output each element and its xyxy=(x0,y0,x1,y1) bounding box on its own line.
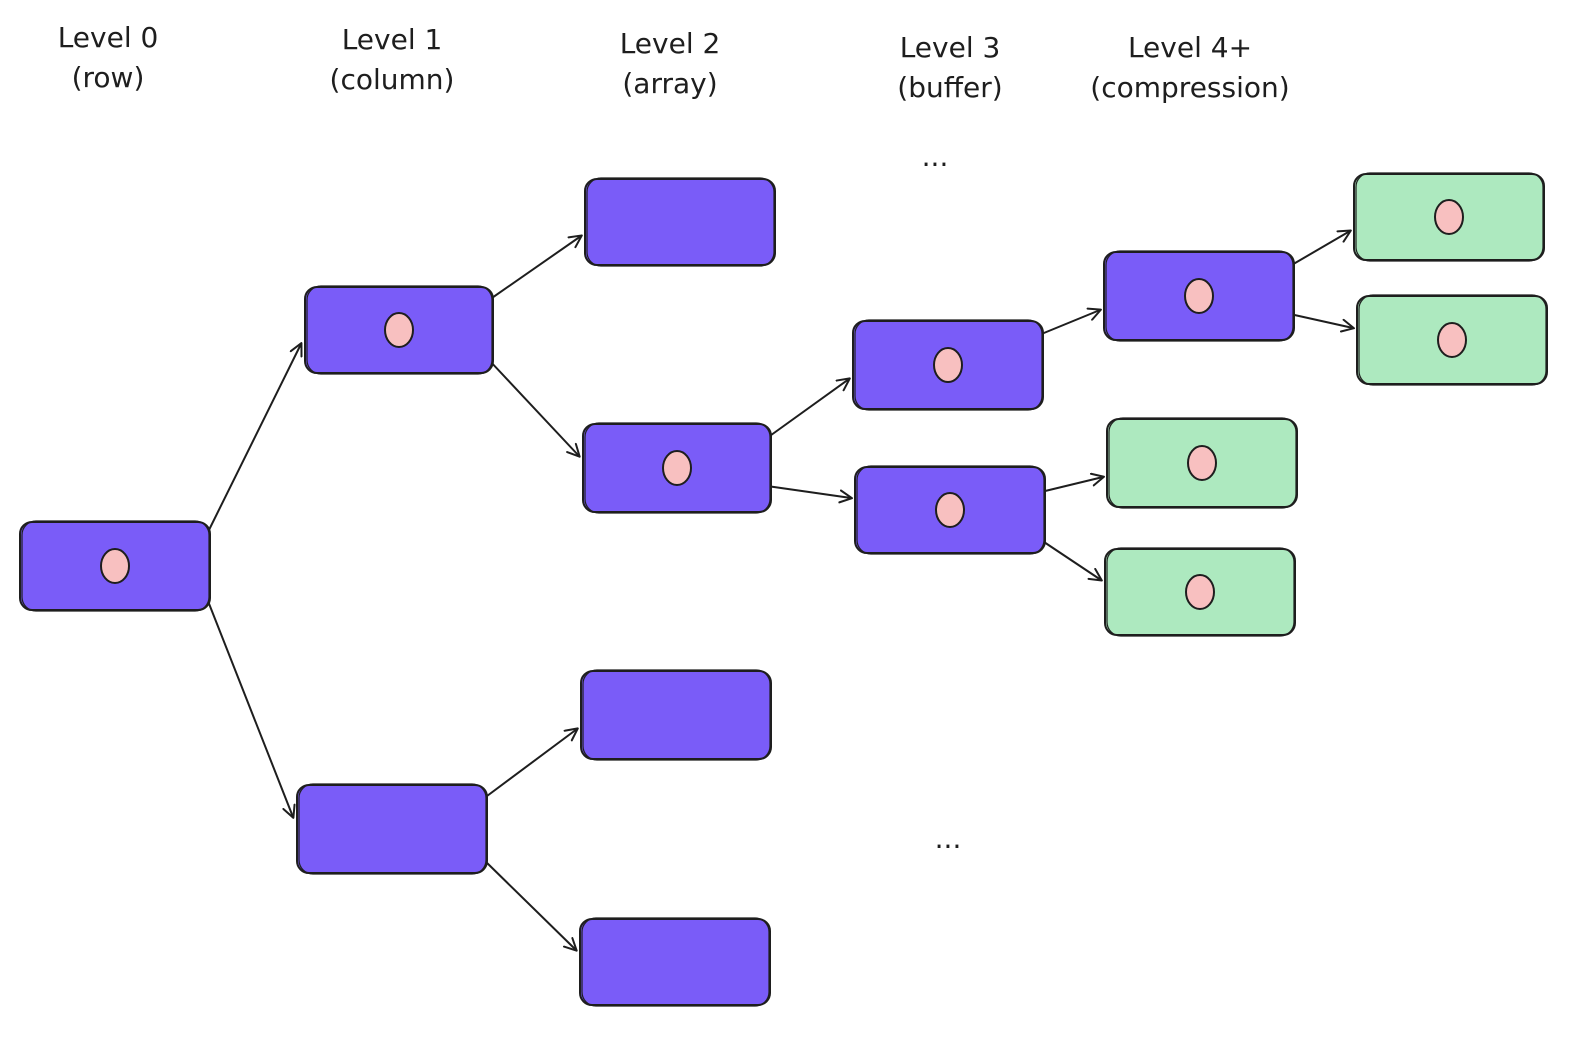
node-n5a xyxy=(1353,172,1545,262)
level-2-subtitle: (array) xyxy=(622,67,718,100)
node-dot xyxy=(935,492,965,528)
level-0-title: Level 0 xyxy=(57,21,159,54)
node-box xyxy=(296,784,488,874)
arrow-n4a-to-n5b xyxy=(1289,313,1355,333)
level-3-title: Level 3 xyxy=(899,31,1001,64)
node-n4a xyxy=(1103,250,1295,342)
node-box-sketch xyxy=(586,177,775,267)
node-dot xyxy=(1187,445,1217,481)
level-label-1: Level 1 (column) xyxy=(262,20,522,100)
ellipsis-top: ... xyxy=(921,140,949,173)
arrow-n1a-to-n2a xyxy=(488,234,583,301)
node-n1a xyxy=(304,285,494,375)
node-n2b xyxy=(582,422,772,514)
level-label-4: Level 4+ (compression) xyxy=(1060,28,1320,108)
edges-layer xyxy=(205,229,1355,952)
node-n4c xyxy=(1104,547,1296,637)
node-box-sketch xyxy=(582,669,771,761)
node-box-sketch xyxy=(298,783,487,875)
level-3-subtitle: (buffer) xyxy=(897,71,1003,104)
node-dot xyxy=(1434,199,1464,235)
node-dot xyxy=(1184,278,1214,314)
arrow-n2b-to-n3a xyxy=(766,377,851,439)
arrow-n0-to-n1b xyxy=(205,595,296,819)
node-dot xyxy=(1185,574,1215,610)
node-box-sketch xyxy=(1106,547,1295,637)
node-dot xyxy=(384,312,414,348)
node-box-sketch xyxy=(306,285,493,375)
level-label-3: Level 3 (buffer) xyxy=(820,28,1080,108)
level-2-title: Level 2 xyxy=(619,27,721,60)
node-n5b xyxy=(1356,294,1548,386)
node-n3a xyxy=(852,319,1044,411)
arrow-n0-to-n1a xyxy=(205,342,303,537)
level-0-subtitle: (row) xyxy=(71,61,145,94)
node-n1b xyxy=(296,783,488,875)
node-box-sketch xyxy=(856,465,1045,555)
arrow-n3b-to-n4c xyxy=(1040,539,1103,582)
node-box-sketch xyxy=(584,422,771,514)
level-4-subtitle: (compression) xyxy=(1090,71,1290,104)
node-box xyxy=(579,918,771,1006)
arrow-n3a-to-n4a xyxy=(1038,307,1102,336)
node-box-sketch xyxy=(21,520,210,612)
node-box-sketch xyxy=(1358,294,1547,386)
node-box-sketch xyxy=(1108,417,1297,509)
nodes-layer xyxy=(19,172,1548,1007)
node-n3b xyxy=(854,465,1046,555)
ellipsis-bottom: ... xyxy=(934,822,962,855)
arrow-n2b-to-n3b xyxy=(766,485,853,504)
arrow-n1b-to-n2d xyxy=(482,858,578,952)
node-n4b xyxy=(1106,417,1298,509)
node-dot xyxy=(100,548,130,584)
node-n0 xyxy=(19,520,211,612)
node-n2c xyxy=(580,669,772,761)
node-dot xyxy=(933,347,963,383)
node-box-sketch xyxy=(1105,250,1294,342)
node-box xyxy=(584,178,776,266)
level-4-title: Level 4+ xyxy=(1127,31,1253,64)
node-box-sketch xyxy=(854,319,1043,411)
arrow-n4a-to-n5a xyxy=(1289,229,1352,267)
node-box-sketch xyxy=(1355,172,1544,262)
level-1-subtitle: (column) xyxy=(329,63,455,96)
level-label-0: Level 0 (row) xyxy=(0,18,238,98)
level-1-title: Level 1 xyxy=(341,23,443,56)
node-n2d xyxy=(579,917,771,1007)
arrow-n1a-to-n2b xyxy=(488,359,581,458)
node-dot xyxy=(662,450,692,486)
node-dot xyxy=(1437,322,1467,358)
node-box xyxy=(580,670,772,760)
node-box-sketch xyxy=(581,917,770,1007)
arrow-n3b-to-n4b xyxy=(1040,472,1105,493)
node-n2a xyxy=(584,177,776,267)
level-label-2: Level 2 (array) xyxy=(540,24,800,104)
arrow-n1b-to-n2c xyxy=(482,727,579,800)
